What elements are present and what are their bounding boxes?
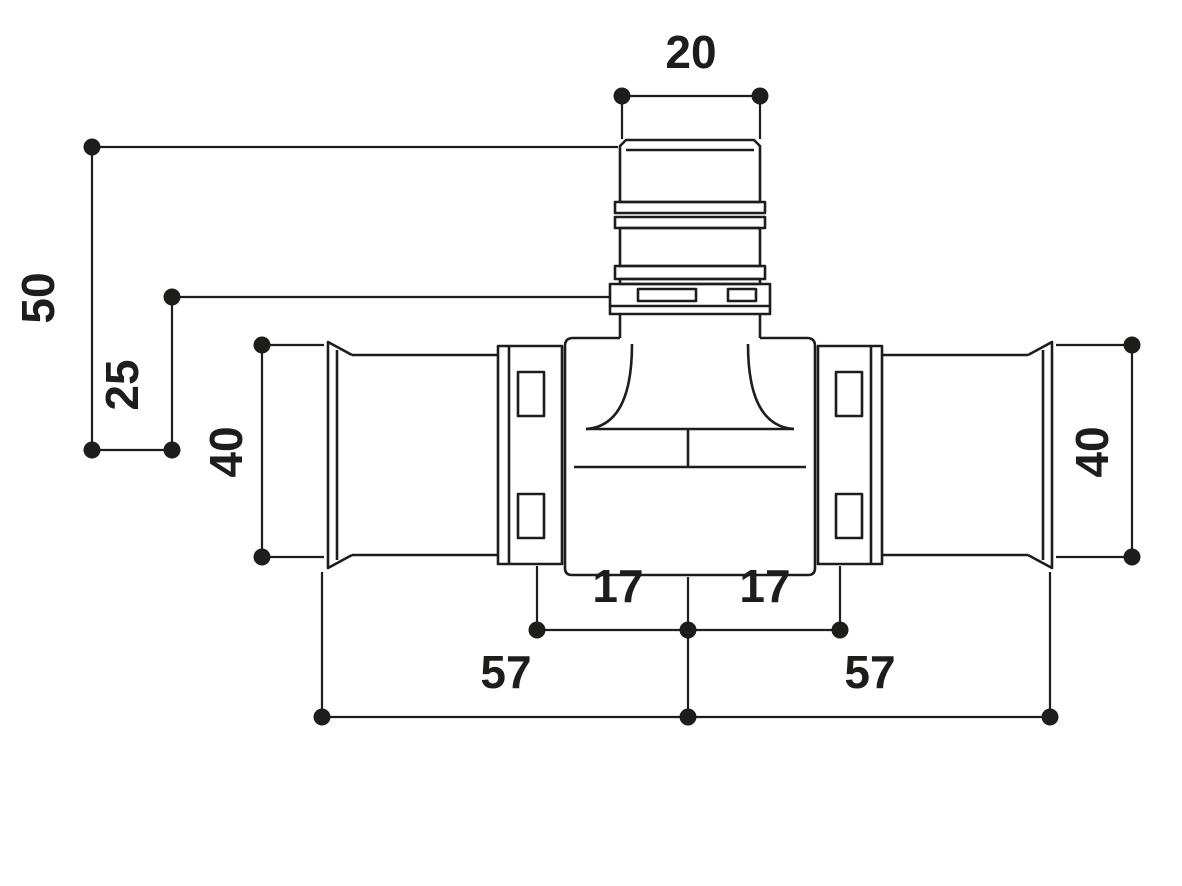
dim-dot <box>679 621 697 639</box>
branch-top-sleeve <box>618 138 762 202</box>
dim-dot <box>751 87 769 105</box>
dim-label-center-to-left: 17 <box>592 560 644 612</box>
right-press-band-window <box>834 492 864 540</box>
branch-ring-band <box>613 200 767 215</box>
dim-dot <box>613 87 631 105</box>
dim-dot <box>1041 708 1059 726</box>
branch-collar-window <box>636 287 698 303</box>
dim-dot <box>1123 548 1141 566</box>
dim-label-right-span: 57 <box>844 646 896 698</box>
left-sleeve-flare <box>326 340 353 570</box>
dim-dot <box>831 621 849 639</box>
dimension-lines <box>90 94 1134 719</box>
body-outline <box>563 336 817 577</box>
branch-ring-band <box>613 264 767 281</box>
dim-label-branch-height-to-collar: 25 <box>96 359 148 411</box>
inner-fillet-right <box>746 343 795 431</box>
left-press-band <box>496 344 564 566</box>
right-press-band-window <box>834 370 864 418</box>
fitting-outline <box>326 138 1054 577</box>
dim-label-center-to-right: 17 <box>739 560 791 612</box>
left-press-band-window <box>516 370 546 418</box>
branch-collar-window <box>726 287 758 303</box>
dim-label-right-outlet-diameter: 40 <box>1066 426 1118 478</box>
branch-middle-sleeve <box>618 226 762 268</box>
right-sleeve-flare <box>1027 340 1054 570</box>
dim-dot <box>83 138 101 156</box>
dimension-dots <box>83 87 1141 726</box>
dim-dot <box>253 336 271 354</box>
dim-dot <box>83 441 101 459</box>
branch-collar <box>608 282 772 316</box>
dim-dot <box>163 441 181 459</box>
inner-fillet-left <box>585 343 634 431</box>
dim-dot <box>313 708 331 726</box>
dim-dot <box>253 548 271 566</box>
dim-label-left-outlet-diameter: 40 <box>200 426 252 478</box>
right-press-band <box>816 344 884 566</box>
branch-ring-band <box>613 215 767 230</box>
dim-dot <box>528 621 546 639</box>
dim-dot <box>163 288 181 306</box>
dim-label-left-span: 57 <box>480 646 532 698</box>
dim-dot <box>679 708 697 726</box>
left-press-band-window <box>516 492 546 540</box>
dim-label-branch-width: 20 <box>665 26 717 78</box>
dim-label-branch-height-total: 50 <box>12 272 64 324</box>
dim-dot <box>1123 336 1141 354</box>
